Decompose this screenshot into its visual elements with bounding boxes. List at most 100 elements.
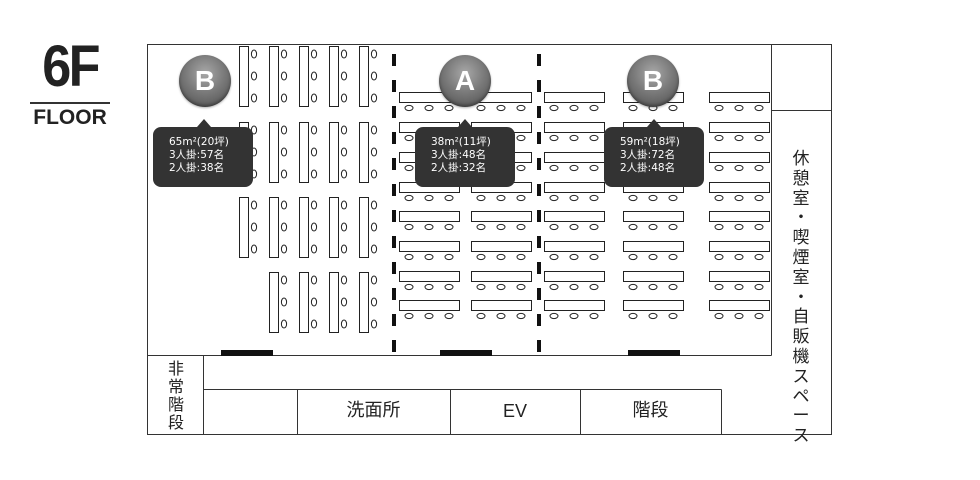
chair [404, 194, 414, 202]
chair [476, 223, 486, 231]
chair [569, 253, 579, 261]
desk [239, 46, 249, 107]
desk [471, 211, 532, 222]
chair [628, 223, 638, 231]
room-a-info: 38m²(11坪) 3人掛:48名 2人掛:32名 [415, 119, 515, 187]
floor-badge: 6F FLOOR [28, 38, 112, 129]
chair [569, 223, 579, 231]
room-b-right-badge[interactable]: B [627, 55, 679, 107]
desk [329, 197, 339, 258]
chair [714, 283, 724, 291]
chair [628, 283, 638, 291]
chair [668, 253, 678, 261]
chair [404, 253, 414, 261]
desk [329, 46, 339, 107]
chair [589, 223, 599, 231]
chair [734, 253, 744, 261]
chair [370, 297, 378, 307]
room-b-left-theater: 3人掛:57名 [169, 149, 225, 161]
chair [370, 275, 378, 285]
chair [340, 71, 348, 81]
desk [299, 272, 309, 333]
chair [340, 169, 348, 179]
chair [280, 125, 288, 135]
desk [269, 46, 279, 107]
chair [340, 147, 348, 157]
lounge-label: 休憩室・喫煙室・自販機スペース [784, 149, 818, 447]
chair [754, 194, 764, 202]
room-a-badge[interactable]: A [439, 55, 491, 107]
stairs-label: 階段 [632, 400, 669, 421]
chair [714, 223, 724, 231]
chair [549, 253, 559, 261]
chair [310, 319, 318, 329]
chair [444, 283, 454, 291]
desk [239, 197, 249, 258]
chair [340, 297, 348, 307]
desk [299, 46, 309, 107]
chair [668, 104, 678, 112]
chair [444, 312, 454, 320]
chair [589, 164, 599, 172]
chair [714, 253, 724, 261]
chair [569, 194, 579, 202]
chair [714, 134, 724, 142]
chair [340, 125, 348, 135]
chair [280, 297, 288, 307]
chair [370, 71, 378, 81]
chair [589, 104, 599, 112]
chair [340, 200, 348, 210]
chair [754, 134, 764, 142]
room-b-right-info: 59m²(18坪) 3人掛:72名 2人掛:48名 [604, 119, 704, 187]
chair [648, 253, 658, 261]
chair [734, 194, 744, 202]
chair [714, 194, 724, 202]
chair [250, 71, 258, 81]
chair [648, 194, 658, 202]
chair [628, 253, 638, 261]
chair [250, 244, 258, 254]
room-a-area: 38m²(11坪) [431, 136, 491, 148]
door-room-b-right [628, 350, 680, 356]
desk [544, 241, 605, 252]
chair [549, 134, 559, 142]
chair [714, 104, 724, 112]
chair [250, 222, 258, 232]
chair [280, 319, 288, 329]
chair [370, 49, 378, 59]
chair [516, 312, 526, 320]
room-b-left-info: 65m²(20坪) 3人掛:57名 2人掛:38名 [153, 119, 253, 187]
restroom-label: 洗面所 [346, 400, 401, 421]
desk [709, 92, 770, 103]
chair [569, 312, 579, 320]
chair [424, 283, 434, 291]
chair [734, 104, 744, 112]
room-b-right-area: 59m²(18坪) [620, 136, 680, 148]
chair [280, 147, 288, 157]
room-b-left-badge[interactable]: B [179, 55, 231, 107]
chair [280, 71, 288, 81]
desk [623, 271, 684, 282]
chair [340, 275, 348, 285]
desk [471, 300, 532, 311]
chair [569, 104, 579, 112]
chair [668, 223, 678, 231]
chair [589, 283, 599, 291]
chair [340, 319, 348, 329]
chair [310, 169, 318, 179]
chair [310, 147, 318, 157]
chair [668, 283, 678, 291]
room-b-right-classroom: 2人掛:48名 [620, 162, 676, 174]
chair [280, 49, 288, 59]
chair [370, 125, 378, 135]
floor-number: 6F [42, 34, 100, 99]
chair [628, 194, 638, 202]
chair [424, 312, 434, 320]
chair [754, 164, 764, 172]
chair [404, 223, 414, 231]
chair [516, 253, 526, 261]
chair [734, 223, 744, 231]
chair [516, 194, 526, 202]
chair [310, 71, 318, 81]
chair [589, 194, 599, 202]
